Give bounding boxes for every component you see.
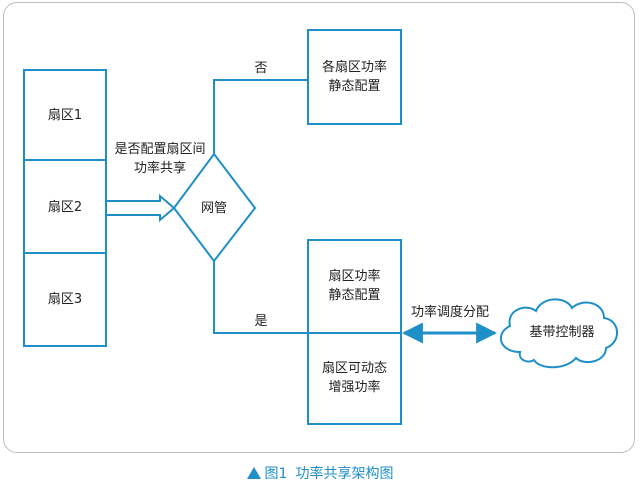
yes-branch-label: 是 bbox=[254, 314, 268, 329]
yes-branch-line bbox=[213, 261, 308, 334]
sector-1-label: 扇区1 bbox=[47, 108, 83, 123]
baseband-controller-label: 基带控制器 bbox=[529, 325, 595, 340]
figure-caption: 图1 功率共享架构图 bbox=[0, 464, 640, 484]
no-branch-label: 否 bbox=[254, 61, 268, 76]
static-config-line2: 静态配置 bbox=[328, 79, 381, 94]
sector-2-label: 扇区2 bbox=[47, 200, 83, 215]
caption-number: 图1 bbox=[264, 466, 288, 482]
sector-to-gateway-arrow bbox=[106, 193, 176, 223]
no-branch-line bbox=[213, 79, 308, 154]
sector-column bbox=[23, 69, 107, 347]
decision-label-line2: 功率共享 bbox=[133, 161, 186, 176]
sector-static-line1: 扇区功率 bbox=[328, 269, 381, 284]
dispatch-label: 功率调度分配 bbox=[410, 305, 489, 320]
gateway-label: 网管 bbox=[200, 201, 227, 216]
static-config-box bbox=[307, 29, 402, 125]
caption-triangle-icon bbox=[246, 467, 261, 479]
sector-3-label: 扇区3 bbox=[47, 292, 83, 307]
sector-static-line2: 静态配置 bbox=[328, 288, 381, 303]
sector-dynamic-line1: 扇区可动态 bbox=[321, 361, 387, 376]
static-config-line1: 各扇区功率 bbox=[321, 60, 387, 75]
baseband-controller-cloud bbox=[499, 298, 618, 369]
caption-title: 功率共享架构图 bbox=[295, 466, 394, 482]
sector-dynamic-line2: 增强功率 bbox=[328, 380, 381, 395]
decision-label-line1: 是否配置扇区间 bbox=[114, 142, 206, 157]
